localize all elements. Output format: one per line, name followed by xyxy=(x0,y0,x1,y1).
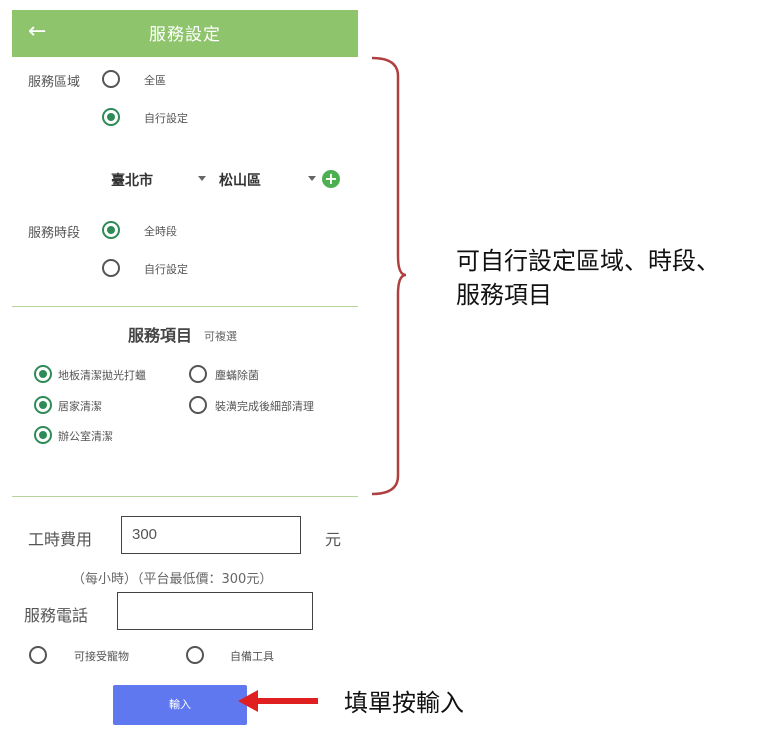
item-home-label: 居家清潔 xyxy=(58,400,102,413)
arrow-left-icon xyxy=(238,690,318,712)
radio-area-all-label: 全區 xyxy=(144,74,166,87)
submit-button[interactable]: 輸入 xyxy=(113,685,247,725)
fee-input[interactable]: 300 xyxy=(121,516,301,554)
annotation-brace-text-2: 服務項目 xyxy=(456,281,552,309)
phone-input[interactable] xyxy=(117,592,313,630)
item-office-label: 辦公室清潔 xyxy=(58,430,113,443)
district-select[interactable]: 松山區 xyxy=(219,173,261,189)
divider xyxy=(12,306,358,307)
checkbox-item-mite[interactable] xyxy=(189,365,207,383)
service-area-label: 服務區域 xyxy=(28,75,81,90)
chevron-down-icon[interactable] xyxy=(308,176,316,181)
radio-area-custom-label: 自行設定 xyxy=(144,112,188,125)
pets-label: 可接受寵物 xyxy=(74,650,129,663)
checkbox-item-home[interactable] xyxy=(34,396,52,414)
radio-time-custom[interactable] xyxy=(102,259,120,277)
radio-time-custom-label: 自行設定 xyxy=(144,263,188,276)
checkbox-item-floor[interactable] xyxy=(34,365,52,383)
chevron-down-icon[interactable] xyxy=(198,176,206,181)
checkbox-pets[interactable] xyxy=(29,646,47,664)
city-select[interactable]: 臺北市 xyxy=(111,173,153,189)
radio-area-all[interactable] xyxy=(102,70,120,88)
checkbox-item-office[interactable] xyxy=(34,426,52,444)
plus-circle-icon[interactable]: + xyxy=(322,170,340,188)
divider xyxy=(12,496,358,497)
radio-time-all[interactable] xyxy=(102,221,120,239)
phone-label: 服務電話 xyxy=(24,606,89,625)
checkbox-item-renovation[interactable] xyxy=(189,396,207,414)
fee-hint: （每小時）（平台最低價：300元） xyxy=(72,572,273,587)
item-floor-label: 地板清潔拋光打蠟 xyxy=(58,369,146,382)
checkbox-tools[interactable] xyxy=(186,646,204,664)
phone-screen: ← 服務設定 服務區域 全區 自行設定 臺北市 松山區 + 服務時段 全時段 自… xyxy=(12,10,358,750)
service-items-title: 服務項目 xyxy=(128,326,193,345)
annotation-arrow-text: 填單按輸入 xyxy=(344,689,464,717)
radio-area-custom[interactable] xyxy=(102,108,120,126)
fee-unit: 元 xyxy=(325,530,342,549)
arrow-left-icon[interactable]: ← xyxy=(28,19,47,44)
annotation-brace xyxy=(371,56,407,496)
page-title: 服務設定 xyxy=(149,25,221,45)
tools-label: 自備工具 xyxy=(230,650,274,663)
annotation-brace-text-1: 可自行設定區域、時段、 xyxy=(456,247,720,275)
service-time-label: 服務時段 xyxy=(28,226,81,241)
item-renovation-label: 裝潢完成後細部清理 xyxy=(215,400,314,413)
item-mite-label: 塵蟎除菌 xyxy=(215,369,259,382)
radio-time-all-label: 全時段 xyxy=(144,225,177,238)
fee-label: 工時費用 xyxy=(28,530,93,549)
service-items-subtitle: 可複選 xyxy=(204,330,237,343)
app-bar: ← 服務設定 xyxy=(12,10,358,57)
